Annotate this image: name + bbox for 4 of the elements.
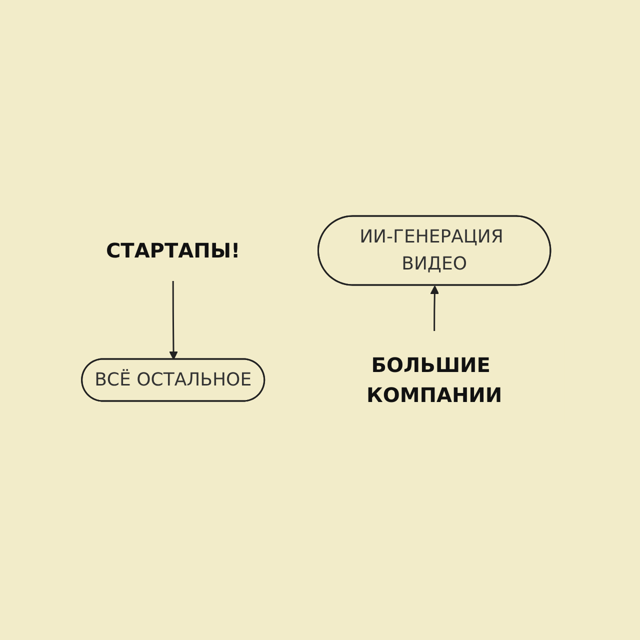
arrow [168, 280, 178, 360]
node-text: СТАРТАПЫ! [106, 238, 240, 262]
node-text: БОЛЬШИЕ КОМПАНИИ [366, 352, 502, 406]
arrow [430, 285, 439, 330]
